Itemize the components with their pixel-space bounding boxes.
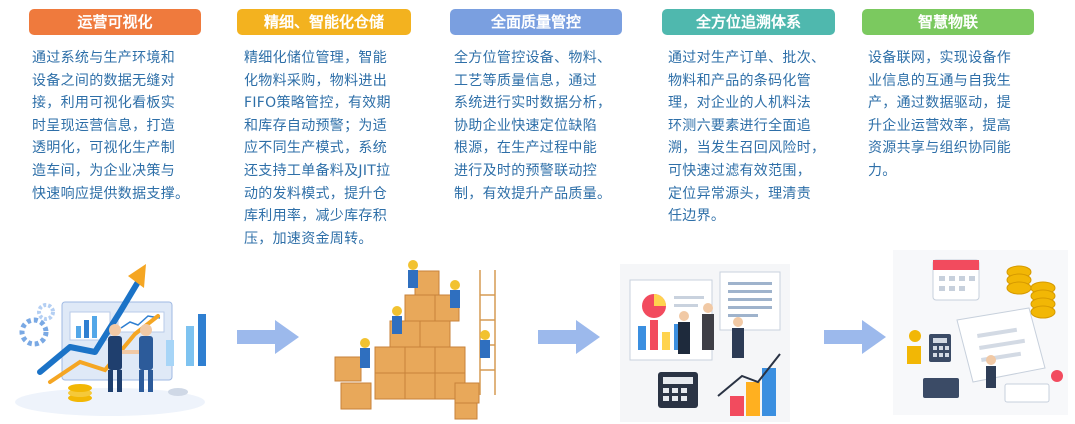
description-line: 快速响应提供数据支撑。 xyxy=(32,185,190,202)
arrow-right-icon xyxy=(538,320,600,354)
stage-badge-warehouse: 精细、智能化仓储 xyxy=(237,9,411,35)
description-line: 理，对企业的人机料法 xyxy=(668,95,811,112)
description-line: 还支持工单备料及JIT拉 xyxy=(244,162,391,179)
description-line: 可快速过滤有效范围， xyxy=(668,162,811,179)
description-line: 精细化储位管理，智能 xyxy=(244,50,387,66)
description-line: 根源，在生产过程中能 xyxy=(454,140,597,157)
description-line: 工艺等质量信息，通过 xyxy=(454,72,597,89)
description-line: 接，利用可视化看板实 xyxy=(32,95,175,112)
description-line: 和库存自动预警；为适 xyxy=(244,117,387,134)
stage-description-traceability: 通过对生产订单、批次、 物料和产品的条码化管 理，对企业的人机料法 环测六要素进… xyxy=(668,47,825,228)
team-analyzing-charts-illustration xyxy=(620,264,790,422)
description-line: 升企业运营效率，提高 xyxy=(868,117,1011,134)
workers-stacking-boxes-illustration xyxy=(334,260,496,420)
description-line: 设备之间的数据无缝对 xyxy=(32,72,175,89)
description-line: 定位异常源头，理清责 xyxy=(668,185,811,202)
description-line: 制，有效提升产品质量。 xyxy=(454,185,612,202)
description-line: 协助企业快速定位缺陷 xyxy=(454,117,597,134)
description-line: 透明化，可视化生产制 xyxy=(32,140,175,157)
business-handshake-growth-illustration xyxy=(15,264,206,416)
description-line: 进行及时的预警联动控 xyxy=(454,162,597,179)
stage-description-visualization: 通过系统与生产环境和 设备之间的数据无缝对 接，利用可视化看板实 时呈现运营信息… xyxy=(32,47,189,205)
tax-documents-coins-illustration xyxy=(893,250,1068,415)
description-line: 库利用率，减少库存积 xyxy=(244,208,387,225)
description-line: 时呈现运营信息，打造 xyxy=(32,117,175,134)
description-line: 系统进行实时数据分析， xyxy=(454,95,612,112)
description-line: 产，通过数据驱动，提 xyxy=(868,95,1011,112)
stage-badge-iot: 智慧物联 xyxy=(862,9,1034,35)
arrow-right-icon xyxy=(824,320,886,354)
stage-description-iot: 设备联网，实现设备作 业信息的互通与自我生 产，通过数据驱动，提 升企业运营效率… xyxy=(868,47,1011,183)
description-line: 通过系统与生产环境和 xyxy=(32,50,175,66)
stage-description-warehouse: 精细化储位管理，智能 化物料采购，物料进出 FIFO策略管控，有效期 和库存自动… xyxy=(244,47,391,250)
description-line: 全方位管控设备、物料、 xyxy=(454,50,612,66)
description-line: 设备联网，实现设备作 xyxy=(868,50,1011,66)
description-line: 通过对生产订单、批次、 xyxy=(668,50,826,66)
description-line: 任边界。 xyxy=(668,208,726,225)
description-line: 力。 xyxy=(868,162,897,179)
stage-badge-traceability: 全方位追溯体系 xyxy=(662,9,835,35)
stage-description-quality: 全方位管控设备、物料、 工艺等质量信息，通过 系统进行实时数据分析， 协助企业快… xyxy=(454,47,611,205)
arrow-right-icon xyxy=(237,320,299,354)
description-line: 业信息的互通与自我生 xyxy=(868,72,1011,89)
description-line: 物料和产品的条码化管 xyxy=(668,72,811,89)
description-line: 化物料采购，物料进出 xyxy=(244,72,387,89)
stage-badge-quality: 全面质量管控 xyxy=(450,9,622,35)
description-line: 造车间，为企业决策与 xyxy=(32,162,175,179)
description-line: FIFO策略管控，有效期 xyxy=(244,95,391,112)
description-line: 应不同生产模式，系统 xyxy=(244,140,387,157)
description-line: 环测六要素进行全面追 xyxy=(668,117,811,134)
description-line: 资源共享与组织协同能 xyxy=(868,140,1011,157)
description-line: 动的发料模式，提升仓 xyxy=(244,185,387,202)
description-line: 溯，当发生召回风险时， xyxy=(668,140,826,157)
stage-badge-visualization: 运营可视化 xyxy=(29,9,201,35)
description-line: 压，加速资金周转。 xyxy=(244,230,373,247)
